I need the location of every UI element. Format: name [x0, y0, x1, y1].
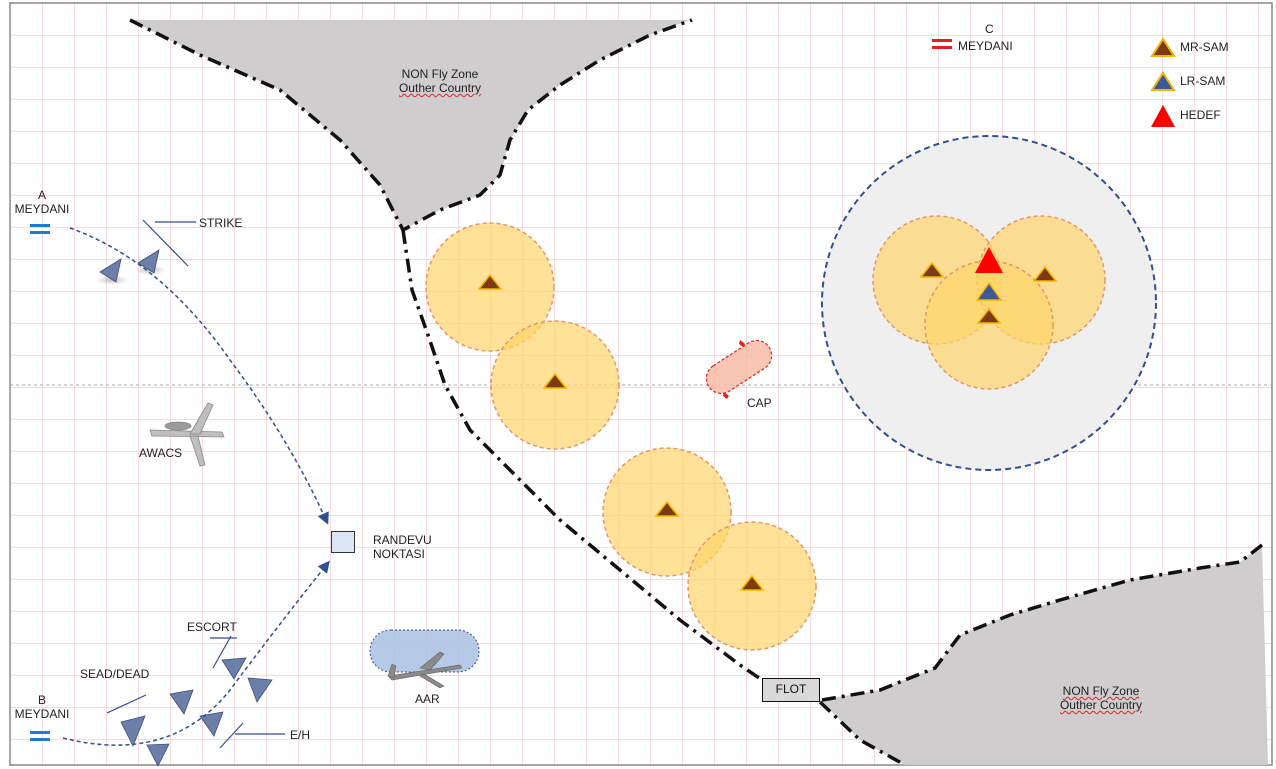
aar-orbit — [369, 629, 480, 673]
airfield-a-letter: A — [37, 188, 46, 202]
top-no-fly-zone-title: NON Fly Zone — [401, 67, 479, 81]
bottom-no-fly-zone — [820, 545, 1268, 765]
flot-label: FLOT — [762, 678, 820, 702]
flot-line — [401, 229, 763, 682]
fighter-icon — [247, 677, 273, 703]
mr-sam-icon — [919, 261, 945, 278]
strike-label: STRIKE — [199, 216, 243, 230]
fighter-icon — [199, 711, 224, 737]
fighter-icon — [146, 743, 170, 767]
rendezvous-line1: RANDEVU — [373, 533, 432, 547]
sead-callout-line — [106, 694, 147, 714]
mr-sam-icon — [654, 500, 680, 517]
airfield-b-letter: B — [37, 693, 46, 707]
eh-label: E/H — [290, 728, 311, 742]
rendezvous-label: RANDEVU NOKTASI — [373, 533, 432, 561]
fighter-icon — [137, 249, 160, 274]
awacs-aircraft-icon — [149, 402, 225, 467]
fighter-icon — [99, 258, 122, 283]
lr-sam-icon — [975, 281, 1003, 301]
hedef-target-icon — [975, 247, 1003, 273]
southern-package-icons — [120, 657, 273, 767]
red-triangle-icon — [1151, 105, 1175, 127]
top-no-fly-zone — [130, 20, 690, 230]
flot-line-lower — [818, 700, 906, 767]
sead-dead-label: SEAD/DEAD — [80, 667, 150, 681]
top-no-fly-zone-subtitle: Outher Country — [398, 81, 482, 95]
route-a-to-rendezvous — [69, 227, 329, 525]
cap-label: CAP — [747, 396, 772, 410]
top-no-fly-border — [129, 18, 693, 233]
mr-sam-icon — [1032, 265, 1058, 282]
airfield-a-icon — [30, 224, 50, 234]
blue-triangle-icon — [1150, 71, 1176, 91]
strike-callout-line — [142, 219, 196, 267]
tanker-aircraft-icon — [387, 651, 463, 689]
brown-triangle-icon — [1150, 37, 1176, 57]
cap-orbit — [705, 339, 773, 399]
rendezvous-line2: NOKTASI — [373, 547, 425, 561]
airfield-c-letter: C — [985, 22, 994, 36]
awacs-label: AWACS — [139, 446, 183, 460]
legend-label-hedef: HEDEF — [1180, 108, 1221, 122]
airfield-c-icon — [932, 39, 952, 49]
mr-sam-icon — [739, 574, 765, 591]
bottom-no-fly-border — [821, 543, 1264, 702]
map-border — [9, 2, 1273, 766]
mr-sam-rings — [425, 215, 1106, 651]
escort-label: ESCORT — [187, 620, 237, 634]
route-b-to-rendezvous — [62, 560, 330, 746]
aar-label: AAR — [415, 692, 440, 706]
airfield-b-name: MEYDANI — [14, 707, 70, 721]
legend-label-mr-sam: MR-SAM — [1180, 40, 1229, 54]
airfield-b-icon — [30, 731, 50, 741]
fighter-icon — [120, 715, 146, 747]
legend-label-lr-sam: LR-SAM — [1180, 74, 1226, 88]
mr-sam-icon — [477, 273, 503, 290]
bottom-no-fly-zone-label: NON Fly Zone Outher Country — [1060, 684, 1142, 712]
escort-callout-line — [210, 635, 237, 669]
mr-sam-icon — [542, 372, 568, 389]
airfield-b-label: B MEYDANI — [15, 693, 70, 721]
rendezvous-point-marker — [331, 531, 355, 553]
airfield-c-name: MEYDANI — [958, 39, 1013, 53]
top-no-fly-zone-label: NON Fly Zone Outher Country — [399, 67, 481, 95]
strike-package-icons — [96, 249, 166, 285]
bottom-no-fly-zone-subtitle: Outher Country — [1059, 698, 1143, 712]
bottom-no-fly-zone-title: NON Fly Zone — [1062, 684, 1140, 698]
airfield-a-name: MEYDANI — [14, 202, 70, 216]
airfield-a-label: A MEYDANI — [15, 188, 70, 216]
eh-callout-line — [219, 722, 285, 749]
mr-sam-sites — [477, 261, 1058, 591]
fighter-icon — [169, 689, 194, 715]
mr-sam-icon — [976, 307, 1002, 324]
fighter-icon — [221, 657, 247, 680]
